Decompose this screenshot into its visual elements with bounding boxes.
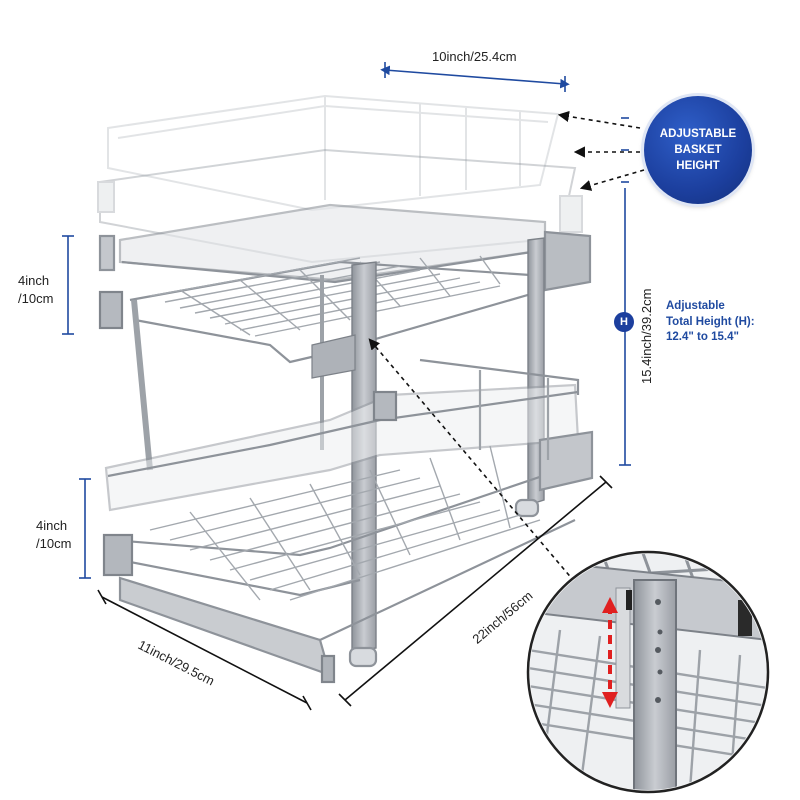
badge-line2: BASKET: [674, 143, 722, 156]
ghost-basket-top: [107, 94, 560, 212]
upper-basket-height-label-line2: /10cm: [18, 291, 54, 306]
adjustable-total-height-note: Adjustable Total Height (H): 12.4" to 15…: [666, 299, 755, 346]
lower-basket: [102, 358, 594, 684]
adjustable-total-height-line3: 12.4" to 15.4": [666, 331, 739, 344]
dimension-lines-black: [97, 475, 613, 711]
adjustable-basket-height-badge: ADJUSTABLE BASKET HEIGHT: [644, 96, 752, 204]
callout-arrows: [368, 110, 645, 601]
top-width-label: 10inch/25.4cm: [432, 49, 517, 64]
lower-basket-height-label-line1: 4inch: [36, 518, 68, 533]
adjustable-total-height-line1: Adjustable: [666, 300, 725, 312]
height-marker-icon: H: [614, 312, 634, 332]
adjustable-total-height-line2: Total Height (H):: [666, 315, 755, 328]
total-height-label: 15.4inch/39.2cm: [639, 288, 654, 384]
badge-line1: ADJUSTABLE: [659, 127, 737, 140]
zoom-detail: [526, 550, 770, 794]
upper-basket: [98, 203, 592, 364]
upper-basket-height-label-line1: 4inch: [18, 273, 50, 288]
lower-basket-height-label-line2: /10cm: [36, 536, 72, 551]
badge-line3: HEIGHT: [676, 160, 720, 173]
